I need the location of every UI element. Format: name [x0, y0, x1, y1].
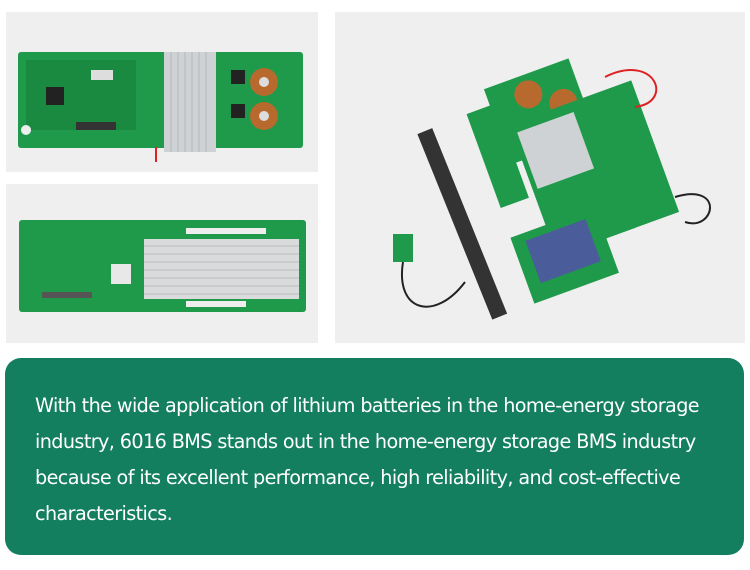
bms-board-top-photo	[6, 12, 318, 172]
description-box: With the wide application of lithium bat…	[5, 358, 744, 555]
bms-kit-photo	[335, 12, 745, 343]
description-text: With the wide application of lithium bat…	[35, 394, 700, 525]
bms-board-bottom-photo	[6, 184, 318, 343]
